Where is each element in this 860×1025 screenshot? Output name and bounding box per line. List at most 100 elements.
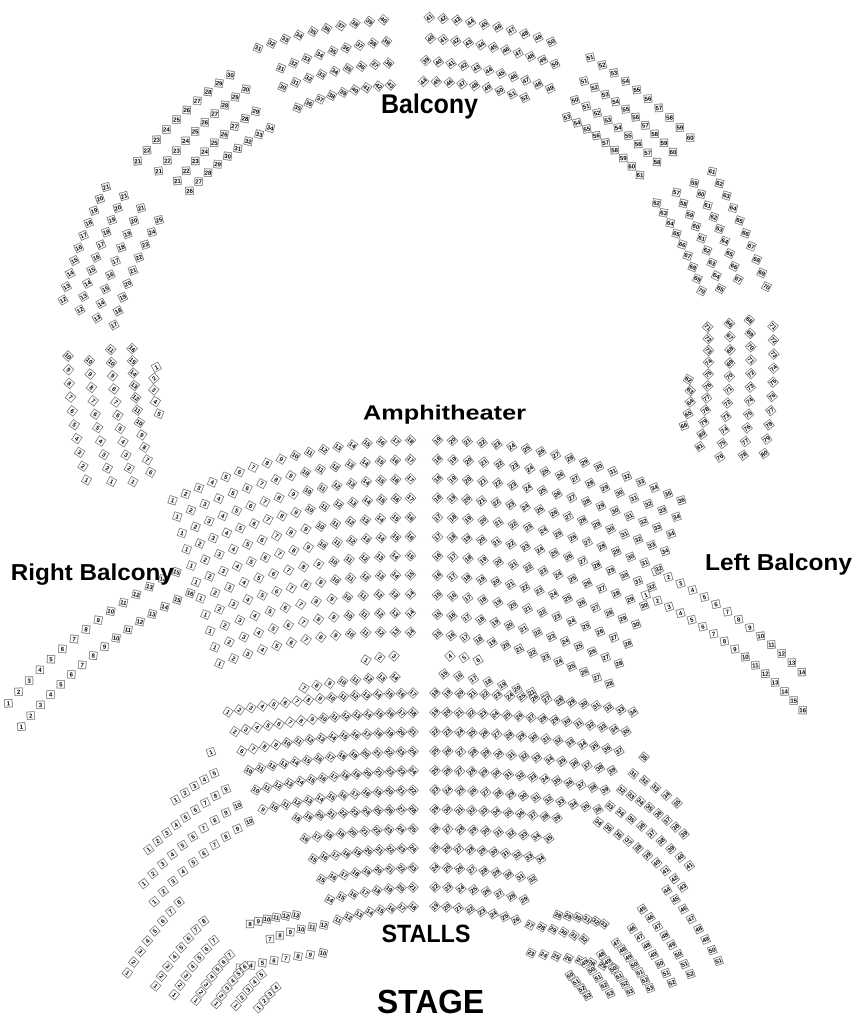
svg-text:23: 23: [553, 612, 563, 622]
svg-text:17: 17: [397, 708, 407, 718]
svg-text:6: 6: [272, 957, 277, 965]
svg-text:19: 19: [373, 788, 383, 798]
svg-text:20: 20: [477, 535, 487, 545]
svg-text:18: 18: [84, 219, 93, 228]
svg-text:17: 17: [110, 320, 120, 330]
svg-text:27: 27: [443, 824, 453, 834]
svg-text:22: 22: [408, 786, 418, 796]
svg-text:26: 26: [553, 489, 563, 499]
svg-text:17: 17: [408, 689, 418, 699]
svg-text:79: 79: [699, 417, 709, 427]
svg-text:38: 38: [368, 39, 378, 49]
svg-text:31: 31: [641, 559, 650, 568]
svg-text:29: 29: [492, 868, 502, 878]
svg-text:29: 29: [517, 731, 527, 741]
svg-text:23: 23: [192, 158, 199, 165]
svg-text:1: 1: [124, 970, 132, 978]
svg-text:19: 19: [385, 728, 395, 738]
svg-text:32: 32: [604, 703, 614, 713]
svg-text:12: 12: [59, 295, 69, 305]
svg-text:31: 31: [582, 915, 592, 925]
svg-text:3: 3: [182, 972, 190, 980]
svg-text:21: 21: [477, 496, 487, 506]
svg-text:72: 72: [703, 334, 713, 344]
svg-text:33: 33: [598, 722, 608, 732]
svg-text:21: 21: [174, 178, 182, 186]
svg-text:15: 15: [317, 875, 327, 885]
svg-text:14: 14: [347, 441, 357, 451]
svg-text:4: 4: [255, 629, 262, 637]
svg-text:5: 5: [223, 474, 230, 482]
svg-text:20: 20: [396, 884, 406, 894]
svg-text:29: 29: [567, 697, 577, 707]
svg-text:3: 3: [237, 617, 244, 625]
svg-text:69: 69: [757, 269, 767, 278]
svg-text:27: 27: [591, 603, 601, 612]
svg-text:3: 3: [247, 705, 254, 713]
svg-text:62: 62: [715, 180, 724, 189]
svg-text:4: 4: [152, 398, 159, 406]
svg-text:16: 16: [319, 853, 329, 863]
svg-text:60: 60: [670, 149, 677, 156]
svg-text:31: 31: [634, 577, 643, 586]
svg-text:14: 14: [362, 496, 372, 506]
svg-text:13: 13: [346, 479, 356, 489]
svg-text:8: 8: [722, 638, 727, 646]
svg-text:25: 25: [575, 642, 585, 651]
svg-text:29: 29: [479, 768, 489, 778]
svg-text:3: 3: [224, 984, 232, 992]
svg-text:45: 45: [497, 69, 507, 79]
svg-text:13: 13: [375, 552, 385, 562]
svg-text:25: 25: [173, 117, 180, 124]
svg-text:23: 23: [524, 523, 534, 533]
svg-text:47: 47: [507, 26, 517, 36]
svg-text:3: 3: [678, 580, 684, 588]
svg-text:23: 23: [153, 137, 161, 144]
svg-text:5: 5: [461, 654, 468, 662]
svg-text:8: 8: [212, 817, 219, 825]
svg-text:9: 9: [292, 509, 299, 517]
svg-text:4: 4: [144, 937, 152, 945]
svg-text:7: 7: [89, 397, 96, 405]
svg-text:27: 27: [571, 474, 581, 484]
svg-text:4: 4: [273, 984, 280, 992]
svg-text:36: 36: [677, 496, 686, 505]
svg-text:5: 5: [178, 944, 186, 952]
svg-text:12: 12: [374, 590, 384, 600]
svg-text:15: 15: [433, 590, 443, 600]
svg-text:14: 14: [365, 908, 375, 918]
svg-text:70: 70: [762, 282, 772, 292]
svg-text:45: 45: [638, 904, 648, 914]
svg-text:67: 67: [747, 242, 756, 251]
svg-text:6: 6: [220, 958, 228, 966]
svg-text:16: 16: [405, 532, 415, 542]
svg-text:8: 8: [201, 917, 208, 925]
svg-text:5: 5: [267, 608, 274, 616]
svg-text:34: 34: [545, 755, 555, 765]
svg-text:44: 44: [484, 66, 494, 76]
svg-text:17: 17: [350, 790, 360, 800]
svg-text:48: 48: [642, 941, 652, 951]
svg-text:46: 46: [493, 22, 503, 32]
svg-text:71: 71: [746, 356, 756, 366]
svg-text:24: 24: [163, 127, 170, 134]
svg-text:4: 4: [253, 724, 260, 732]
svg-text:72: 72: [746, 369, 756, 379]
svg-text:30: 30: [640, 601, 649, 610]
svg-text:21: 21: [455, 708, 465, 718]
svg-text:Amphitheater: Amphitheater: [363, 402, 526, 425]
svg-text:68: 68: [744, 316, 754, 326]
svg-text:22: 22: [509, 520, 519, 530]
svg-text:7: 7: [212, 841, 219, 849]
svg-text:4: 4: [171, 953, 179, 961]
svg-text:1: 1: [212, 644, 219, 652]
svg-text:36: 36: [304, 99, 314, 108]
svg-text:34: 34: [667, 530, 676, 539]
svg-text:11: 11: [308, 923, 316, 931]
svg-text:15: 15: [306, 775, 316, 785]
svg-text:16: 16: [454, 672, 464, 682]
svg-text:63: 63: [707, 259, 717, 268]
svg-text:9: 9: [302, 526, 309, 534]
svg-text:20: 20: [455, 689, 465, 699]
svg-text:22: 22: [467, 708, 477, 718]
